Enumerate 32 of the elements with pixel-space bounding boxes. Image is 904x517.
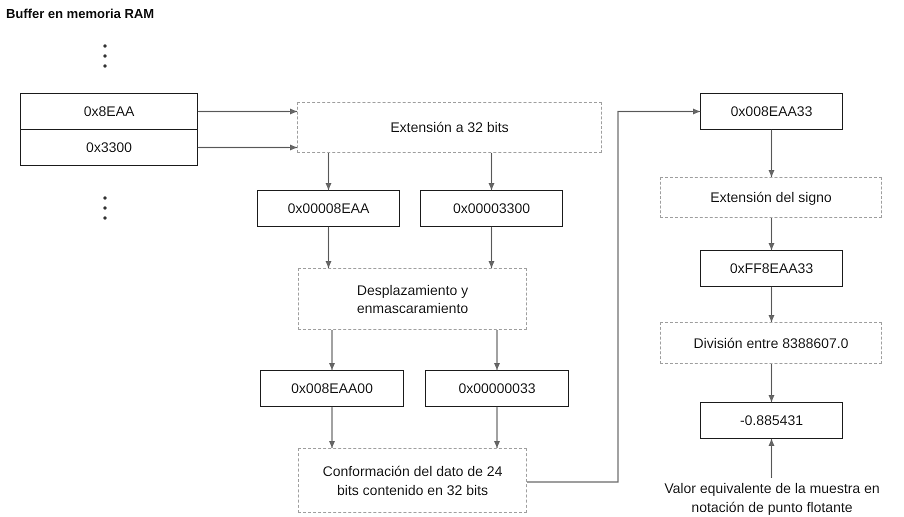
arrow [768,439,774,478]
value-box: 0xFF8EAA33 [700,250,843,287]
arrow [329,330,335,370]
value-box: 0x8EAA [20,93,198,130]
process-box: Extensión a 32 bits [297,102,602,153]
arrow [768,218,774,250]
value-box: 0x008EAA00 [260,370,404,407]
arrow [494,407,500,448]
arrow [329,407,335,448]
arrow [768,364,774,402]
value-box: 0x00003300 [420,190,563,227]
diagram-title: Buffer en memoria RAM [6,6,154,21]
value-box: 0x008EAA33 [700,93,843,130]
value-box: 0x00008EAA [257,190,400,227]
process-box: División entre 8388607.0 [660,322,882,364]
arrow [768,130,774,177]
value-box: -0.885431 [700,402,843,439]
arrow [527,108,700,483]
arrow [494,330,500,370]
arrow [768,287,774,322]
arrow [198,144,297,150]
process-box: Extensión del signo [660,177,882,218]
arrow [326,153,332,190]
arrow [198,108,297,114]
note-text: Valor equivalente de la muestra en notación de punto flotante [663,479,881,516]
value-box: 0x00000033 [425,370,569,407]
arrow [488,227,494,268]
process-box: Conformación del dato de 24 bits contenido en 32 bits [298,448,527,513]
value-box: 0x3300 [20,129,198,166]
arrow [326,227,332,268]
process-box: Desplazamiento y enmascaramiento [298,268,527,330]
arrow [488,153,494,190]
